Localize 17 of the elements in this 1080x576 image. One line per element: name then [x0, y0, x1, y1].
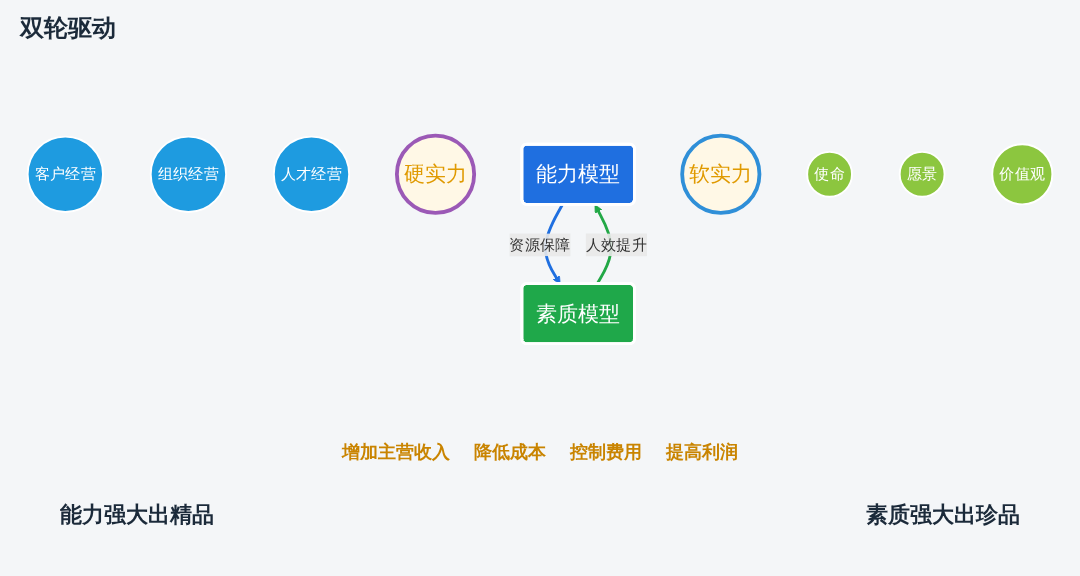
node-circle: 价值观 — [991, 143, 1054, 206]
node-circle: 硬实力 — [394, 134, 477, 216]
node-circle: 软实力 — [680, 134, 762, 216]
caption-text: 能力强大出精品 — [60, 501, 214, 529]
center-text: 降低成本 — [474, 440, 546, 464]
node-circle: 人才经营 — [272, 136, 351, 214]
center-text: 控制费用 — [570, 440, 642, 464]
diagram-title: 双轮驱动 — [20, 13, 116, 44]
node-circle: 组织经营 — [149, 136, 228, 214]
node-circle: 客户经营 — [26, 136, 104, 214]
center-text: 提高利润 — [666, 440, 738, 464]
edge-label: 资源保障 — [509, 235, 571, 254]
caption-text: 素质强大出珍品 — [866, 501, 1020, 529]
center-text: 增加主营收入 — [342, 440, 450, 464]
edge-label: 人效提升 — [585, 235, 647, 254]
node-circle: 愿景 — [898, 151, 946, 198]
node-circle: 使命 — [806, 151, 853, 198]
